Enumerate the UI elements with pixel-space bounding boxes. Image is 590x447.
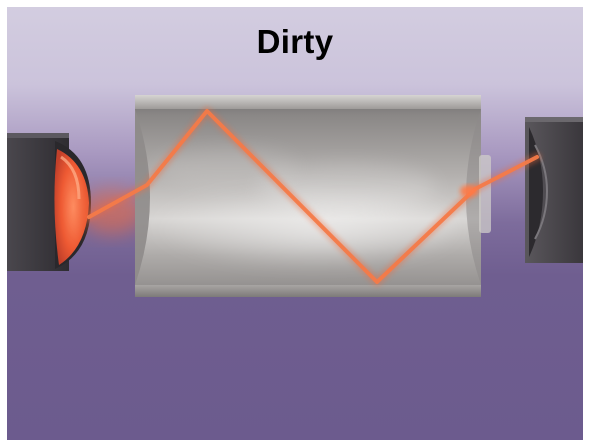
dirty-cell-illustration	[7, 7, 583, 440]
illustration-frame: Dirty	[7, 7, 583, 440]
page-title: Dirty	[7, 23, 583, 61]
sample-cell	[135, 95, 481, 297]
